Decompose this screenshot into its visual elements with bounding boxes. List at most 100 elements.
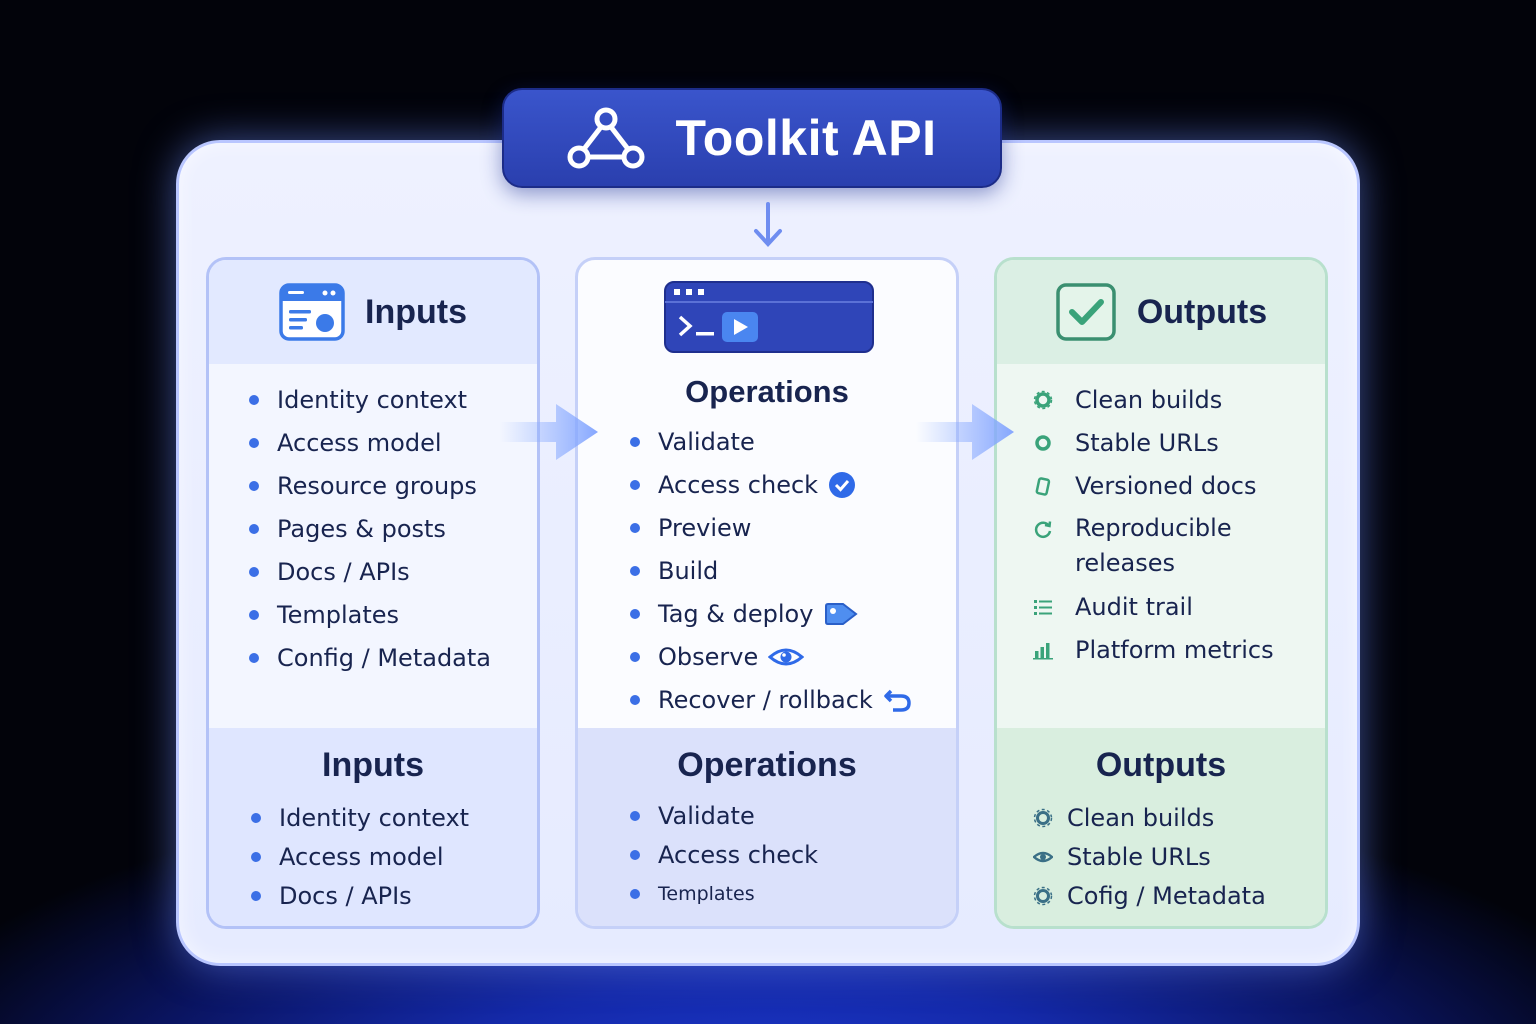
item-label: Pages & posts	[277, 514, 446, 543]
item-label: Clean builds	[1067, 803, 1215, 832]
list-item: Access check	[630, 835, 818, 874]
flow-arrow-icon	[500, 404, 598, 460]
outputs-footer: Outputs Clean builds Stable URLs Cofig /…	[997, 728, 1325, 926]
list-item: Docs / APIs	[251, 876, 469, 915]
bullet-dot	[251, 812, 261, 823]
operations-column: Operations Validate Access check Preview…	[575, 257, 959, 929]
item-label: Build	[658, 556, 719, 585]
item-label: Identity context	[279, 803, 470, 832]
title-box: Toolkit API	[502, 88, 1002, 188]
browser-window-icon	[279, 283, 345, 341]
inputs-footer-title: Inputs	[322, 746, 424, 784]
list-item: Templates	[249, 593, 491, 636]
network-nodes-icon	[567, 107, 645, 169]
item-label: Recover / rollback	[658, 685, 873, 714]
item-label: Cofig / Metadata	[1067, 881, 1266, 910]
item-label: Resource groups	[277, 471, 477, 500]
bullet-dot	[630, 849, 640, 860]
item-label: Clean builds	[1075, 385, 1223, 414]
operations-footer-list: Validate Access check Templates	[630, 796, 818, 913]
ring-icon	[1033, 433, 1053, 453]
list-item: Access check	[630, 463, 913, 506]
bullet-dot	[630, 479, 640, 490]
list-item: Templates	[630, 874, 818, 913]
outputs-footer-list: Clean builds Stable URLs Cofig / Metadat…	[1033, 798, 1266, 915]
list-item: Cofig / Metadata	[1033, 876, 1266, 915]
list-item: Stable URLs	[1033, 837, 1266, 876]
item-label: Docs / APIs	[279, 881, 412, 910]
list-item: Identity context	[249, 378, 491, 421]
list-item: Reproducible releases	[1033, 507, 1275, 585]
page-title: Toolkit API	[675, 110, 937, 166]
gear-icon	[1033, 390, 1053, 410]
item-label: Stable URLs	[1067, 842, 1211, 871]
bullet-dot	[249, 523, 259, 534]
list-item: Preview	[630, 506, 913, 549]
bullet-dot	[249, 609, 259, 620]
item-label: Access model	[277, 428, 442, 457]
list-item: Access model	[251, 837, 469, 876]
outputs-list: Clean builds Stable URLs Versioned docs …	[1033, 378, 1275, 671]
tag-icon	[823, 601, 859, 627]
item-label: Templates	[277, 600, 400, 629]
item-label: Access check	[658, 840, 819, 869]
item-label: Identity context	[277, 385, 468, 414]
list-item: Recover / rollback	[630, 678, 913, 721]
list-item: Pages & posts	[249, 507, 491, 550]
bullet-dot	[630, 608, 640, 619]
list-item: Resource groups	[249, 464, 491, 507]
bullet-dot	[630, 694, 640, 705]
item-label: Versioned docs	[1075, 471, 1257, 500]
down-arrow-icon	[754, 202, 782, 247]
bullet-dot	[630, 651, 640, 662]
item-label: Config / Metadata	[277, 643, 491, 672]
inputs-footer: Inputs Identity context Access model Doc…	[209, 728, 537, 926]
list-item: Tag & deploy	[630, 592, 913, 635]
bullet-dot	[630, 565, 640, 576]
eye-icon	[768, 645, 805, 669]
inputs-list: Identity context Access model Resource g…	[249, 378, 491, 679]
bullet-dot	[249, 566, 259, 577]
item-label: Tag & deploy	[658, 599, 814, 628]
bullet-dot	[249, 652, 259, 663]
inputs-footer-list: Identity context Access model Docs / API…	[251, 798, 469, 915]
bullet-dot	[630, 888, 640, 899]
item-label: Access model	[279, 842, 444, 871]
outputs-column: Outputs Clean builds Stable URLs Version…	[994, 257, 1328, 929]
item-label: Access check	[658, 470, 819, 499]
list-item: Platform metrics	[1033, 628, 1275, 671]
bullet-dot	[249, 437, 259, 448]
operations-heading: Operations	[685, 374, 849, 409]
list-item: Clean builds	[1033, 378, 1275, 421]
item-label: Preview	[658, 513, 752, 542]
list-item: Identity context	[251, 798, 469, 837]
list-item: Access model	[249, 421, 491, 464]
gear-icon	[1033, 886, 1053, 906]
list-item: Audit trail	[1033, 585, 1275, 628]
item-label: Templates	[658, 882, 755, 905]
list-item: Docs / APIs	[249, 550, 491, 593]
list-item: Validate	[630, 420, 913, 463]
inputs-heading: Inputs	[365, 292, 467, 331]
item-label: Validate	[658, 427, 755, 456]
list-item: Versioned docs	[1033, 464, 1275, 507]
bullet-dot	[249, 394, 259, 405]
undo-arrow-icon	[883, 686, 913, 714]
list-item: Config / Metadata	[249, 636, 491, 679]
item-label: Platform metrics	[1075, 635, 1274, 664]
item-label: Observe	[658, 642, 759, 671]
list-item: Stable URLs	[1033, 421, 1275, 464]
list-icon	[1033, 597, 1053, 617]
checkbox-icon	[1055, 282, 1117, 342]
gear-icon	[1033, 808, 1053, 828]
operations-list: Validate Access check Preview Build Tag …	[630, 420, 913, 721]
item-label: Reproducible releases	[1075, 514, 1232, 577]
bullet-dot	[630, 436, 640, 447]
item-label: Stable URLs	[1075, 428, 1219, 457]
outputs-heading: Outputs	[1136, 292, 1268, 331]
refresh-icon	[1033, 519, 1053, 539]
bullet-dot	[630, 522, 640, 533]
item-label: Validate	[658, 801, 755, 830]
item-label: Docs / APIs	[277, 557, 410, 586]
